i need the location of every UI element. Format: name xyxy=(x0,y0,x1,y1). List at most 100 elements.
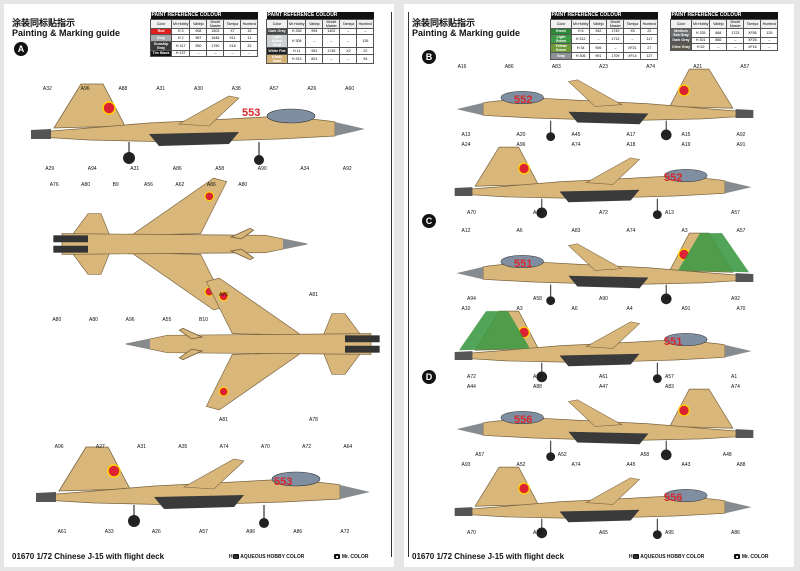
left-page: 涂装同标贴指示 Painting & Marking guide A PAINT… xyxy=(4,4,394,567)
callout-label: A57 xyxy=(740,64,750,70)
paint-code: 821 xyxy=(305,53,324,64)
callout-label: A96 xyxy=(125,317,135,323)
callout-label: A61 xyxy=(599,374,608,380)
callout-label: A57 xyxy=(665,374,674,380)
color-swatch: Gunship Gray xyxy=(150,40,172,51)
callout-label: A86 xyxy=(206,182,216,188)
column-header: Color xyxy=(670,18,692,29)
side-view-aircraft xyxy=(434,226,774,306)
table-title: PAINT REFERENCE COLOUR xyxy=(550,12,658,19)
callout-label: A23 xyxy=(599,64,608,70)
callout-label: A35 xyxy=(178,444,188,450)
callout-label: A96 xyxy=(516,142,526,148)
callout-label: A96 xyxy=(54,444,64,450)
paint-code: 868 xyxy=(709,27,728,38)
callout-label: A29 xyxy=(45,166,55,172)
color-swatch: Olive Gray xyxy=(670,43,692,51)
paint-code: 906 xyxy=(589,43,608,53)
column-header: Mr.Hobby xyxy=(690,18,711,29)
callout-label: A83 xyxy=(571,228,581,234)
callout-label: A21 xyxy=(693,64,703,70)
bottom-view-aircraft xyxy=(124,274,384,414)
paint-code: H 52 xyxy=(690,43,711,51)
callout-label: A90 xyxy=(257,166,267,172)
paint-code: – xyxy=(589,34,608,44)
column-header: Mr.Hobby xyxy=(570,18,591,29)
callout-label: A24 xyxy=(461,142,471,148)
side-view-aircraft xyxy=(434,304,774,384)
paint-code: 33 xyxy=(240,40,259,51)
callout-label: A72 xyxy=(467,374,476,380)
callout-label: A34 xyxy=(300,166,310,172)
title-en: Painting & Marking guide xyxy=(412,28,521,38)
paint-code: 1713 xyxy=(606,34,625,44)
callout-label: A94 xyxy=(467,296,476,302)
paint-code: – xyxy=(726,43,745,51)
column-header: Tamiya xyxy=(339,18,358,29)
callout-label: A45 xyxy=(571,132,581,138)
callout-label: A86 xyxy=(504,64,514,70)
paint-code: 125 xyxy=(760,27,779,38)
paint-code: H 317 xyxy=(170,40,191,51)
paint-code: XF16 xyxy=(743,43,762,51)
column-header: Model Master xyxy=(726,18,745,29)
callout-label: A61 xyxy=(57,529,67,535)
paint-code: 127 xyxy=(640,52,659,60)
callout-label: A48 xyxy=(722,452,732,458)
callout-label: A74 xyxy=(571,462,581,468)
scheme-badge: C xyxy=(422,214,436,228)
right-page: 涂装同标贴指示 Painting & Marking guide PAINT R… xyxy=(404,4,794,567)
paint-code: 1709 xyxy=(606,52,625,60)
legend-mr: ■ Mr. COLOR xyxy=(334,554,369,560)
callout-label: A81 xyxy=(309,292,318,298)
side-view-aircraft xyxy=(434,460,774,540)
callout-label: A31 xyxy=(130,166,140,172)
footer-title: 01670 1/72 Chinese J-15 with flight deck xyxy=(12,552,165,561)
callout-label: A70 xyxy=(260,444,270,450)
callout-label: A27 xyxy=(95,444,105,450)
callout-label: A65 xyxy=(599,530,608,536)
callout-label: A18 xyxy=(626,142,636,148)
callout-label: A70 xyxy=(736,306,746,312)
title-cn: 涂装同标贴指示 xyxy=(12,18,76,28)
callout-label: A74 xyxy=(219,444,229,450)
column-header: Tamiya xyxy=(223,18,242,29)
callout-label: A47 xyxy=(599,384,608,390)
paint-code: H 335 xyxy=(690,27,711,38)
color-swatch: Tire Black xyxy=(150,49,172,57)
color-swatch: Gray xyxy=(550,52,572,60)
paint-code: – xyxy=(623,34,642,44)
callout-label: A30 xyxy=(194,86,203,92)
callout-label: A15 xyxy=(681,132,691,138)
callout-label: A17 xyxy=(626,132,636,138)
callout-label: A57 xyxy=(199,529,208,535)
paint-code: XF14 xyxy=(623,52,642,60)
title-cn: 涂装同标贴指示 xyxy=(412,18,476,28)
callout-label: A64 xyxy=(533,374,542,380)
table-title: PAINT REFERENCE COLOUR xyxy=(670,12,778,19)
callout-label: A45 xyxy=(626,462,636,468)
paint-code: X18 xyxy=(223,40,242,51)
callout-label: A74 xyxy=(646,64,656,70)
callout-label: B9 xyxy=(112,182,119,188)
callout-label: A19 xyxy=(681,142,691,148)
legend-mr: ■ Mr. COLOR xyxy=(734,554,769,560)
callout-label: A64 xyxy=(343,444,353,450)
side-number: 556 xyxy=(664,492,683,504)
color-swatch: Yellow Green xyxy=(550,43,572,53)
paint-code: 991 xyxy=(589,52,608,60)
callout-label: A13 xyxy=(665,210,674,216)
callout-label: A3 xyxy=(516,306,523,312)
callout-label: A92 xyxy=(342,166,352,172)
paint-code: – xyxy=(339,53,358,64)
column-header: Vallejo xyxy=(589,18,608,29)
paint-code: H 137 xyxy=(170,49,191,57)
side-number: 553 xyxy=(274,476,293,488)
